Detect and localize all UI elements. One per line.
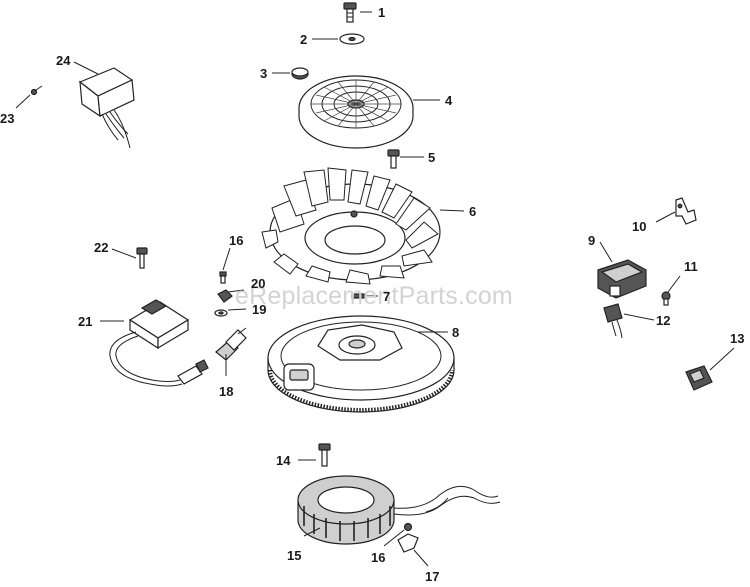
part-23-screw[interactable] <box>30 85 43 96</box>
callout-18: 18 <box>219 384 233 399</box>
callout-7: 7 <box>383 289 390 304</box>
part-16-screw-lower[interactable] <box>403 522 413 532</box>
callout-14: 14 <box>276 453 291 468</box>
callout-11: 11 <box>684 259 698 274</box>
part-17-bracket[interactable] <box>397 533 419 553</box>
callout-24: 24 <box>56 53 71 68</box>
part-12-connector[interactable] <box>603 303 623 339</box>
callout-12: 12 <box>656 313 670 328</box>
part-21-ignition-module[interactable] <box>109 299 209 387</box>
watermark-text: eReplacementParts.com <box>235 282 513 310</box>
part-6-fan[interactable] <box>261 167 441 285</box>
callout-4: 4 <box>445 93 453 108</box>
callout-10: 10 <box>632 219 646 234</box>
part-3-nut[interactable] <box>291 67 309 80</box>
callout-8: 8 <box>452 325 459 340</box>
part-18-spark-plug[interactable] <box>215 327 247 361</box>
part-7-key[interactable] <box>351 293 365 299</box>
callout-22: 22 <box>94 240 108 255</box>
part-2-washer[interactable] <box>339 33 365 45</box>
callout-16-lower: 16 <box>371 550 385 565</box>
part-22-screw[interactable] <box>136 247 148 269</box>
callout-labels: 1 2 3 4 5 6 7 8 9 10 11 12 13 14 15 16 1… <box>0 5 744 584</box>
callout-20: 20 <box>251 276 265 291</box>
callout-13: 13 <box>730 331 744 346</box>
part-24-module[interactable] <box>78 67 135 149</box>
part-8-flywheel[interactable] <box>267 315 455 413</box>
callout-1: 1 <box>378 5 385 20</box>
part-4-screen[interactable] <box>298 75 414 149</box>
part-20-nut[interactable] <box>217 289 233 303</box>
callout-6: 6 <box>469 204 476 219</box>
callout-9: 9 <box>588 233 595 248</box>
part-15-stator[interactable] <box>297 475 501 545</box>
part-11-screw[interactable] <box>661 291 671 306</box>
callout-19: 19 <box>252 302 266 317</box>
part-16-screw-upper[interactable] <box>219 271 227 284</box>
callout-17: 17 <box>425 569 439 584</box>
callout-21: 21 <box>78 314 92 329</box>
part-5-screw[interactable] <box>387 149 400 169</box>
part-14-screw[interactable] <box>318 443 331 467</box>
part-9-rectifier-regulator[interactable] <box>597 259 647 299</box>
callout-15: 15 <box>287 548 301 563</box>
leader-lines <box>15 11 735 567</box>
callout-16-upper: 16 <box>229 233 243 248</box>
part-1-screw[interactable] <box>343 2 357 23</box>
callout-2: 2 <box>300 32 307 47</box>
part-10-clip[interactable] <box>675 197 697 225</box>
part-19-washer[interactable] <box>214 309 228 317</box>
callout-5: 5 <box>428 150 435 165</box>
callout-3: 3 <box>260 66 267 81</box>
part-13-connector[interactable] <box>685 365 713 391</box>
callout-23: 23 <box>0 111 14 126</box>
